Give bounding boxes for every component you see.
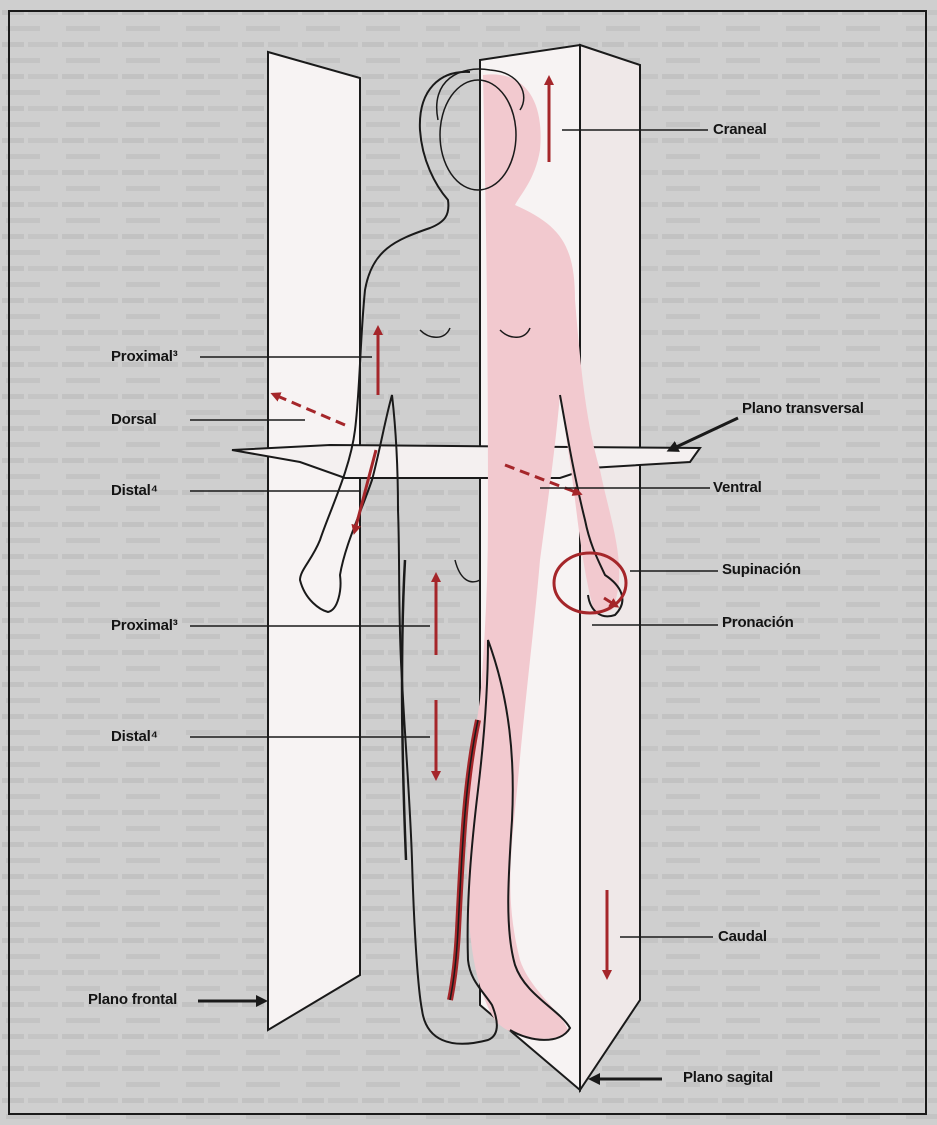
label-dorsal: Dorsal — [111, 411, 157, 428]
label-plano-sagital: Plano sagital — [683, 1069, 773, 1086]
label-plano-transversal: Plano transversal — [742, 400, 864, 417]
label-supinacion: Supinación — [722, 561, 801, 578]
label-pronacion: Pronación — [722, 614, 794, 631]
label-proximal-upper: Proximal³ — [111, 348, 178, 365]
label-ventral: Ventral — [713, 479, 762, 496]
label-proximal-lower: Proximal³ — [111, 617, 178, 634]
label-caudal: Caudal — [718, 928, 767, 945]
label-craneal: Craneal — [713, 121, 767, 138]
label-plano-frontal: Plano frontal — [88, 991, 177, 1008]
label-distal-upper: Distal⁴ — [111, 482, 158, 499]
label-distal-lower: Distal⁴ — [111, 728, 158, 745]
